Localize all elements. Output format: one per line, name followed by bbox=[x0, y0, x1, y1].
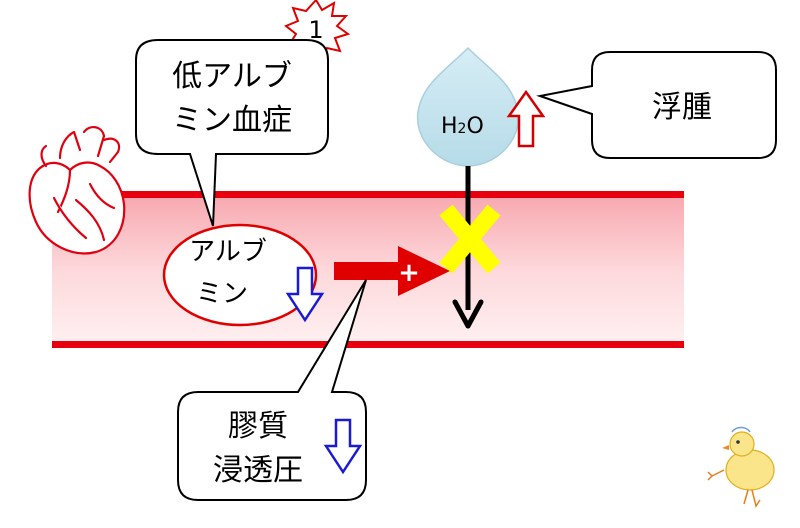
vessel-wall-bottom bbox=[52, 341, 684, 348]
edema-callout: 浮腫 bbox=[536, 51, 777, 159]
plus-sign: + bbox=[398, 258, 420, 288]
oncotic-line1: 膠質 bbox=[228, 409, 288, 444]
svg-text:H2O: H2O bbox=[441, 114, 484, 139]
albumin-line2: ミン bbox=[196, 279, 248, 309]
water-o: O bbox=[466, 114, 483, 139]
oncotic-line2: 浸透圧 bbox=[213, 453, 303, 488]
oncotic-decrease-arrow-icon bbox=[323, 418, 363, 475]
albumin-molecule: アルブ ミン bbox=[162, 223, 325, 327]
water-droplet: H2O bbox=[416, 46, 546, 167]
water-increase-arrow-icon bbox=[506, 89, 546, 148]
albumin-line1: アルブ bbox=[189, 237, 267, 267]
hypoalbuminemia-line2: ミン血症 bbox=[172, 103, 292, 138]
water-subscript: 2 bbox=[458, 121, 467, 137]
badge-number: 1 bbox=[308, 16, 323, 44]
water-h: H bbox=[441, 114, 458, 139]
oncotic-pressure-callout: 膠質 浸透圧 bbox=[177, 279, 367, 501]
hypoalbuminemia-callout: 低アルブ ミン血症 bbox=[135, 39, 329, 227]
edema-label: 浮腫 bbox=[652, 90, 712, 125]
oncotic-pressure-arrow: + bbox=[334, 246, 450, 296]
block-x-icon bbox=[439, 204, 501, 274]
chick-mascot-icon bbox=[707, 426, 775, 508]
vessel-wall-top bbox=[52, 191, 684, 198]
hypoalbuminemia-line1: 低アルブ bbox=[172, 59, 292, 94]
heart-icon bbox=[28, 126, 126, 255]
albumin-decrease-arrow-icon bbox=[285, 266, 325, 323]
